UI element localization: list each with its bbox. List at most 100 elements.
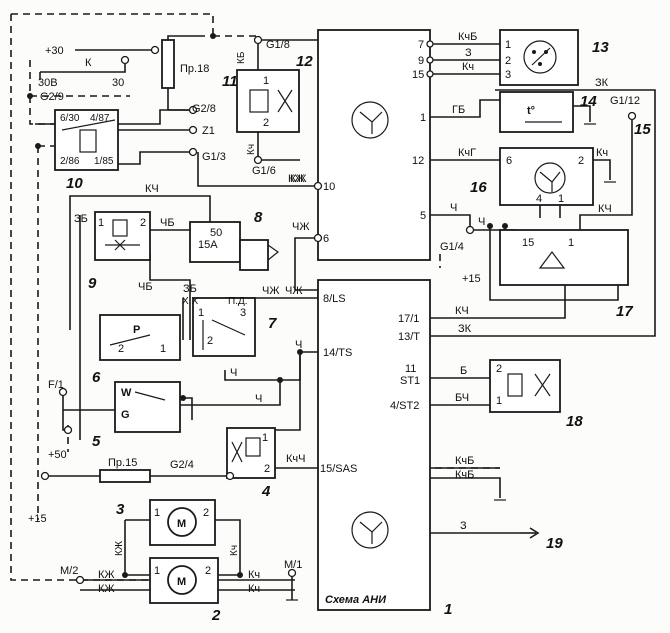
junction-dots <box>27 33 508 578</box>
component-14 <box>499 91 574 133</box>
wire-kch-motor-b: Кч <box>248 583 260 595</box>
ecu1-wire-ch: Ч <box>295 339 302 351</box>
component-5 <box>114 381 181 433</box>
c4-pin-1: 1 <box>262 432 268 444</box>
c7-pin-3: 3 <box>240 307 246 319</box>
wire-chb-6: ЧБ <box>138 281 153 293</box>
fuse-pr15-label: Пр.15 <box>108 457 137 469</box>
wire-ch-5: Ч <box>255 393 262 405</box>
wire-ch-7b: Ч <box>230 367 237 379</box>
motor2-pin-1: 1 <box>154 565 160 577</box>
c9-pin-1: 1 <box>98 217 104 229</box>
terminals <box>40 35 637 585</box>
c14-symbol: t° <box>527 105 535 117</box>
relay-10 <box>54 109 119 171</box>
num-1: 1 <box>444 601 452 618</box>
c13-pin-2: 2 <box>505 55 511 67</box>
node-g1-3: G1/3 <box>202 151 226 163</box>
num-17: 17 <box>616 303 633 320</box>
num-18: 18 <box>566 413 583 430</box>
label-30: 30 <box>112 77 124 89</box>
component-6 <box>99 314 181 361</box>
num-13: 13 <box>592 39 609 56</box>
relay11-pin-2: 2 <box>263 117 269 129</box>
ecu1-pin-8-ls: 8/LS <box>323 293 346 305</box>
ecu1-wire-kchch: КчЧ <box>286 453 305 465</box>
c13-pin-3: 3 <box>505 69 511 81</box>
ecu-12 <box>317 29 431 261</box>
ecu1-pin-14-ts: 14/TS <box>323 347 352 359</box>
ecu-1 <box>317 279 431 611</box>
ecu1-wire-zk: ЗК <box>458 323 472 335</box>
wire-zb-9: ЗБ <box>74 213 88 225</box>
c6-pin-1: 1 <box>160 343 166 355</box>
num-11: 11 <box>222 73 238 90</box>
ecu1-wire-kchb-2: КчБ <box>455 469 474 481</box>
fuse-pr18-label: Пр.18 <box>180 63 209 75</box>
motor3-pin-1: 1 <box>154 507 160 519</box>
node-g1-8: G1/8 <box>266 39 290 51</box>
ecu12-wire-kchg: КчГ <box>458 147 476 159</box>
wire-kzh-vert: КЖ <box>114 540 125 556</box>
c6-pin-2: 2 <box>118 343 124 355</box>
wire-kch: Кч <box>246 144 257 155</box>
c7-pin-1: 1 <box>198 307 204 319</box>
c18-pin-2: 2 <box>496 363 502 375</box>
ecu12-wire-gb: ГБ <box>452 104 465 116</box>
relay10-pin-1-85: 1/85 <box>94 156 114 167</box>
c13-pin-1: 1 <box>505 39 511 51</box>
node-g2-8: G2/8 <box>192 103 216 115</box>
ecu12-wire-chzh: ЧЖ <box>292 221 310 233</box>
node-g1-12: G1/12 <box>610 95 640 107</box>
ecu1-wire-z: З <box>460 520 467 532</box>
ecu12-pin-15: 15 <box>412 69 424 81</box>
c16-pin-4: 4 <box>536 193 542 205</box>
node-z1: Z1 <box>202 125 215 137</box>
num-3: 3 <box>116 501 125 518</box>
wire-zb-7: ЗБ <box>183 283 197 295</box>
wire-kch-17: КЧ <box>598 203 612 215</box>
ecu1-wire-chzh: ЧЖ <box>285 285 303 297</box>
wire-kch-motor-a: Кч <box>248 569 260 581</box>
ecu1-wire-kch: КЧ <box>455 305 469 317</box>
wire-ch-17: Ч <box>478 216 485 228</box>
label-30b: 30В <box>38 77 58 89</box>
node-g1-6: G1/6 <box>252 165 276 177</box>
node-g1-4: G1/4 <box>440 241 464 253</box>
num-12: 12 <box>296 53 313 70</box>
component-4 <box>226 427 276 479</box>
num-14: 14 <box>580 93 597 110</box>
num-6: 6 <box>92 369 101 386</box>
c7-label-pd: П.Д. <box>228 296 248 307</box>
ecu12-pin-1: 1 <box>420 112 426 124</box>
ecu1-wire-bch: БЧ <box>455 392 469 404</box>
solid-wiring <box>35 35 656 601</box>
wire-kzh: КЖ <box>288 173 305 185</box>
wire-chzh-7: ЧЖ <box>262 285 280 297</box>
ecu12-wire-kchb: КчБ <box>458 31 477 43</box>
c17-pin-1: 1 <box>568 237 574 249</box>
num-10: 10 <box>66 175 83 192</box>
fuse-pr15 <box>99 469 151 483</box>
wire-kch-16: Кч <box>596 147 608 159</box>
motor3-label: M <box>177 518 186 530</box>
ecu1-pin-15-sas: 15/SAS <box>320 463 357 475</box>
c6-symbol: P <box>133 324 140 336</box>
num-9: 9 <box>88 275 97 292</box>
num-7: 7 <box>268 315 277 332</box>
ecu12-wire-ch: Ч <box>450 202 457 214</box>
node-m2: M/2 <box>60 565 78 577</box>
ecu1-pin-4-st2: 4/ST2 <box>390 400 419 412</box>
ecu1-pin-11: 11 <box>405 363 416 375</box>
relay10-pin-6-30: 6/30 <box>60 113 80 124</box>
ecu1-pin-st1: ST1 <box>400 375 420 387</box>
c16-pin-2: 2 <box>578 155 584 167</box>
num-19: 19 <box>546 535 563 552</box>
component-18 <box>489 359 561 413</box>
c16-pin-1: 1 <box>558 193 564 205</box>
relay11-pin-1: 1 <box>263 75 269 87</box>
num-2: 2 <box>211 607 221 624</box>
motor-3 <box>149 499 216 546</box>
ecu12-wire-z: З <box>465 47 472 59</box>
c17-pin-15: 15 <box>522 237 534 249</box>
